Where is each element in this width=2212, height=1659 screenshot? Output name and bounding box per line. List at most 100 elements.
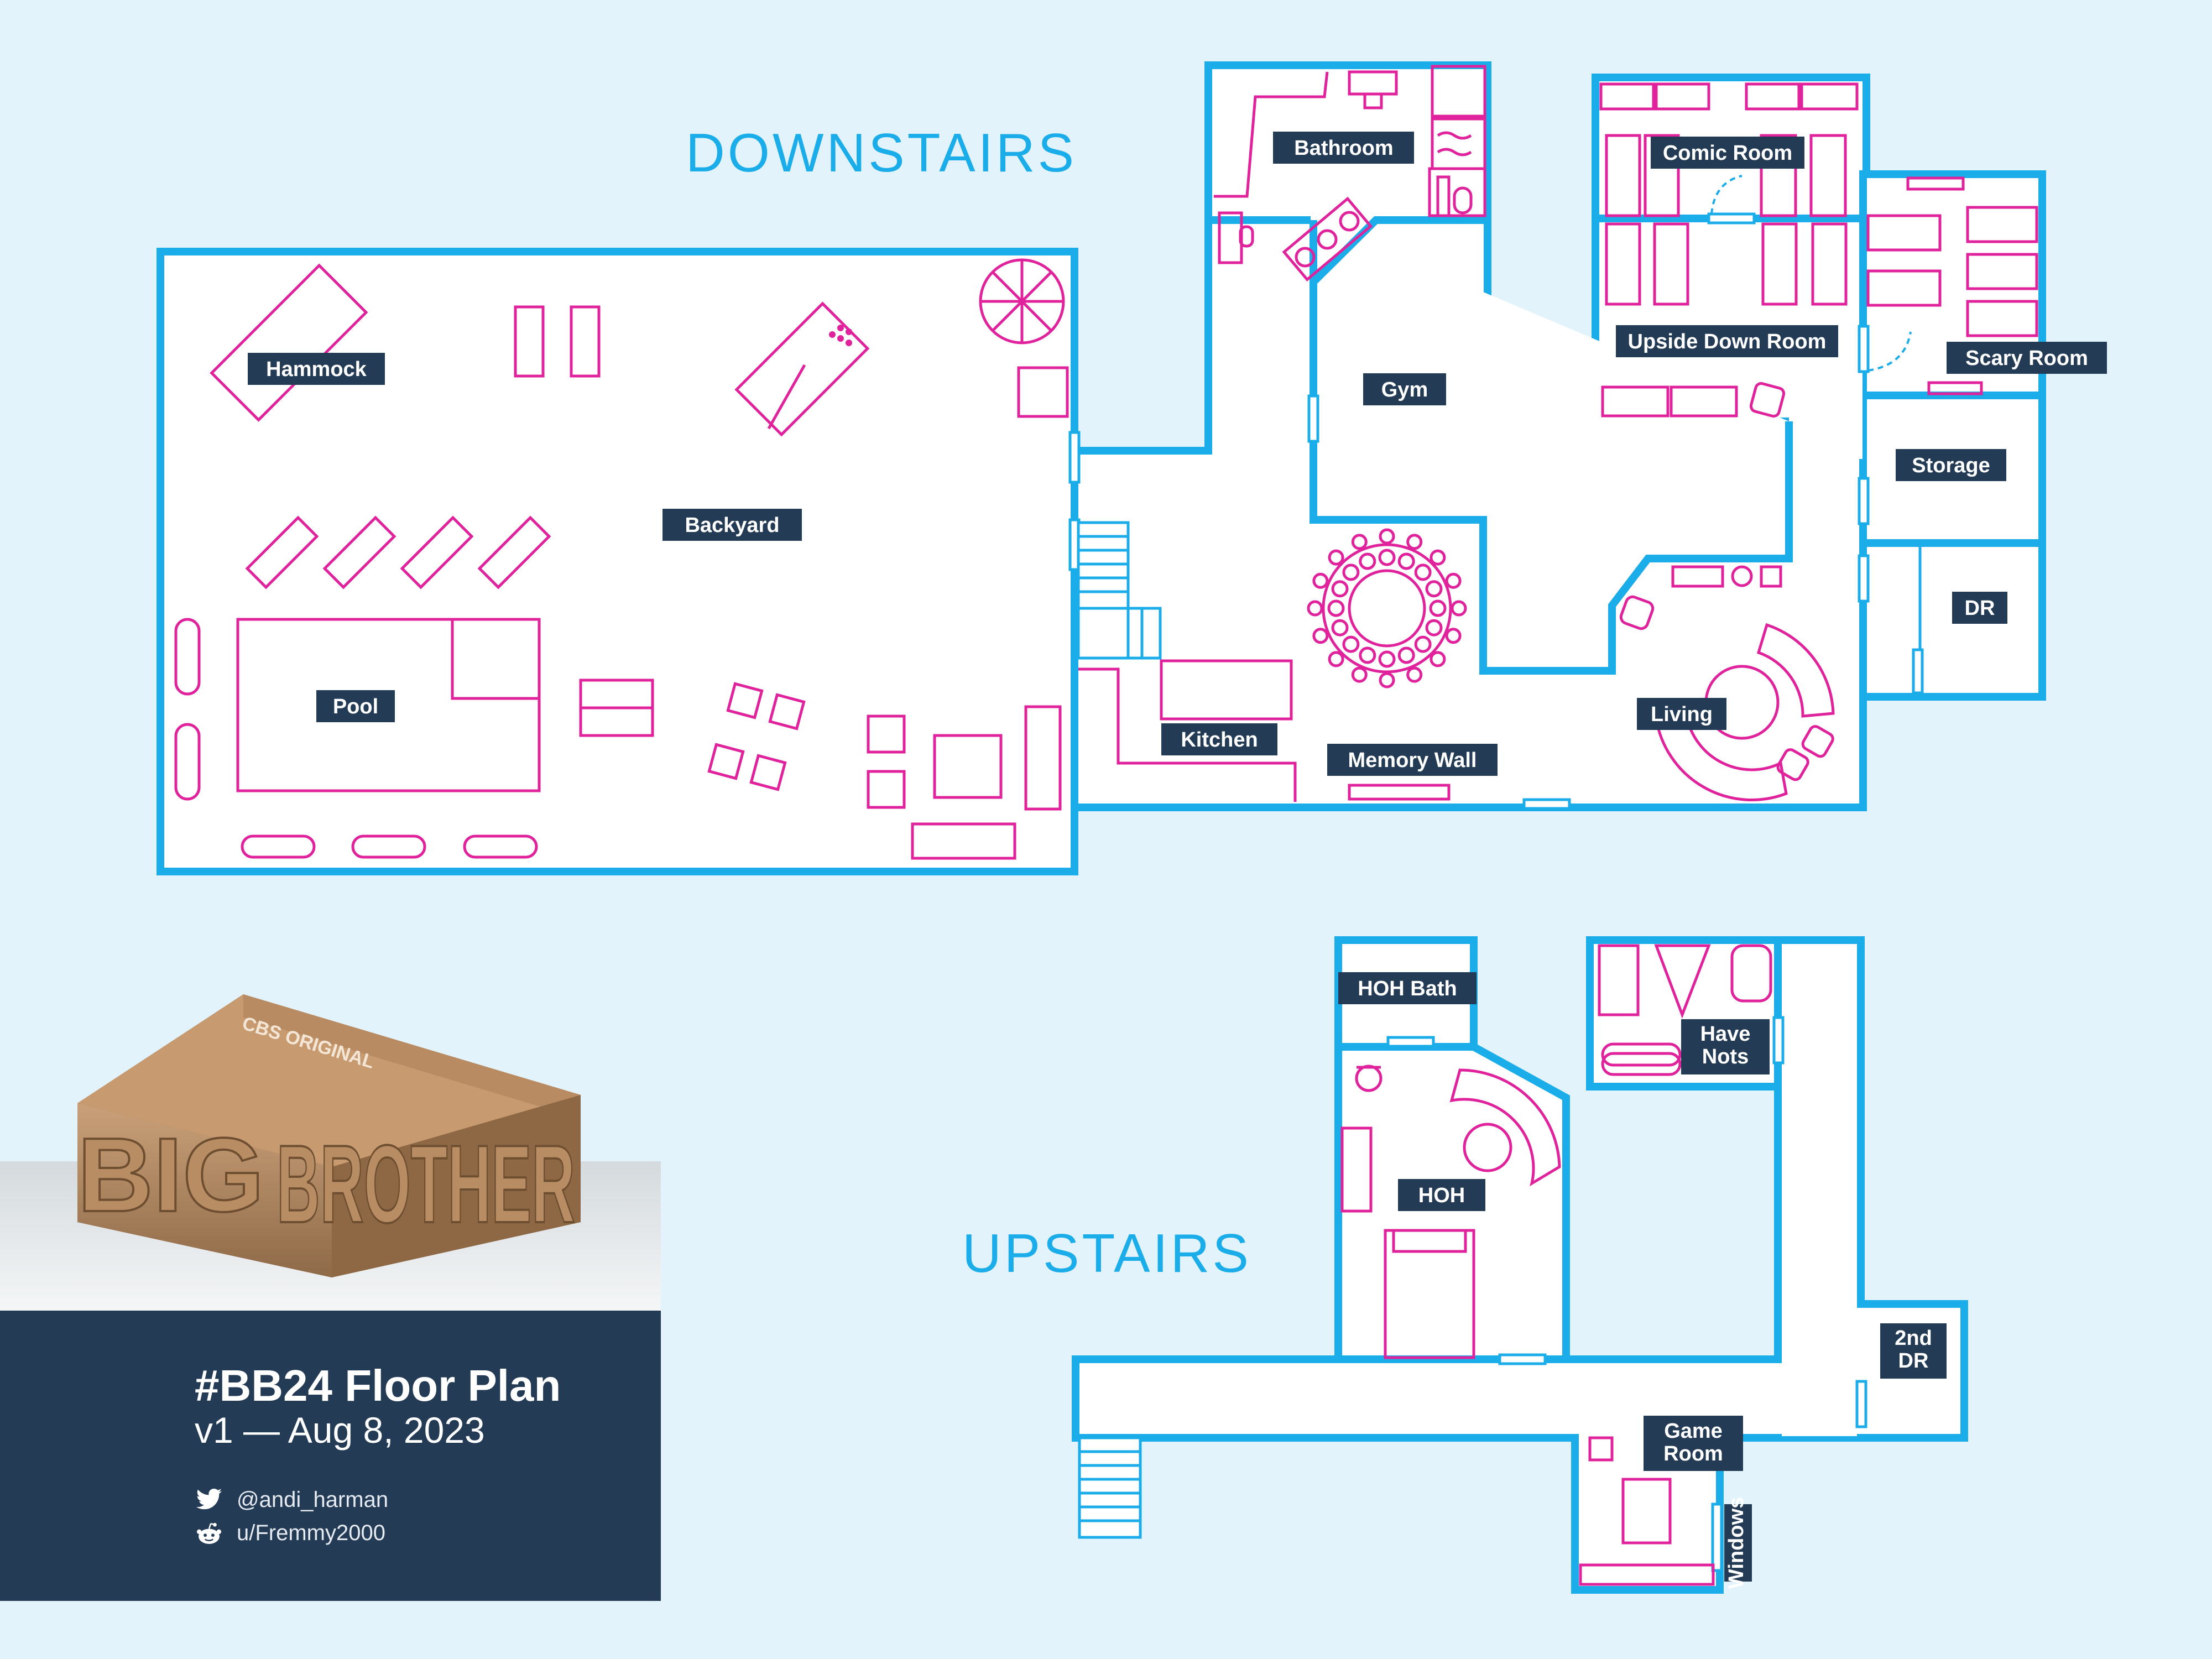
- dining-chair: [1414, 635, 1432, 653]
- kitchen-furniture: [1078, 659, 1451, 802]
- svg-text:Comic Room: Comic Room: [1663, 142, 1792, 165]
- dining-chair: [1307, 600, 1323, 617]
- plan-version: v1 — Aug 8, 2023: [195, 1410, 485, 1451]
- svg-text:Upside Down Room: Upside Down Room: [1628, 330, 1827, 353]
- downstairs-title: DOWNSTAIRS: [686, 122, 1077, 183]
- living-furniture: [1619, 565, 1835, 801]
- dining-chair: [1429, 599, 1447, 617]
- upstairs-stairs: [1078, 1436, 1142, 1539]
- svg-text:Pool: Pool: [333, 695, 378, 718]
- dining-chair: [1351, 666, 1368, 683]
- pool-shape: [236, 618, 541, 792]
- label-gym: Gym: [1363, 373, 1446, 405]
- label-comic-room: Comic Room: [1651, 137, 1804, 169]
- dining-chair: [1328, 549, 1344, 566]
- plan-title: #BB24 Floor Plan: [195, 1361, 561, 1410]
- dining-chair: [1379, 528, 1395, 545]
- label-kitchen: Kitchen: [1161, 723, 1277, 755]
- dining-chair: [1359, 646, 1376, 664]
- dining-chair: [1445, 572, 1462, 589]
- svg-text:Have: Have: [1700, 1022, 1751, 1046]
- dining-chair: [1425, 580, 1443, 598]
- svg-text:HOH: HOH: [1418, 1184, 1465, 1207]
- svg-text:Game: Game: [1664, 1420, 1723, 1443]
- dining-chair: [1425, 619, 1443, 637]
- svg-text:Backyard: Backyard: [685, 514, 779, 537]
- svg-text:2nd: 2nd: [1895, 1327, 1932, 1350]
- svg-text:Room: Room: [1663, 1442, 1723, 1465]
- label-memory-wall: Memory Wall: [1327, 744, 1498, 776]
- label-dr: DR: [1952, 592, 2007, 624]
- label-storage: Storage: [1896, 449, 2006, 481]
- doors: [1068, 175, 1912, 810]
- dining-chair: [1406, 666, 1423, 683]
- svg-text:Storage: Storage: [1912, 454, 1990, 477]
- dining-chair: [1445, 628, 1462, 644]
- label-pool: Pool: [316, 690, 395, 722]
- dining-chair: [1379, 672, 1395, 688]
- game-room-furniture: [1579, 1436, 1715, 1586]
- bathroom-furniture: [1214, 65, 1486, 282]
- dining-chair: [1328, 651, 1344, 667]
- twitter-handle[interactable]: @andi_harman: [237, 1488, 389, 1512]
- label-scary-room: Scary Room: [1947, 342, 2107, 374]
- dining-chair: [1312, 628, 1329, 644]
- dining-chair: [1342, 635, 1360, 653]
- dining-chair: [1430, 549, 1446, 566]
- info-panel: #BB24 Floor Plan v1 — Aug 8, 2023 @andi_…: [0, 1311, 661, 1601]
- svg-text:BROTHER: BROTHER: [276, 1123, 575, 1246]
- reddit-handle[interactable]: u/Fremmy2000: [237, 1521, 385, 1545]
- dining-chair: [1327, 599, 1345, 617]
- svg-text:Windows: Windows: [1725, 1497, 1748, 1589]
- label-living: Living: [1637, 698, 1726, 730]
- dining-chair: [1312, 572, 1329, 589]
- dining-chair: [1397, 646, 1415, 664]
- reddit-icon: [196, 1522, 222, 1544]
- svg-text:Hammock: Hammock: [266, 358, 367, 381]
- svg-text:HOH Bath: HOH Bath: [1358, 977, 1457, 1000]
- pool-table: [734, 301, 870, 437]
- svg-text:DR: DR: [1898, 1349, 1929, 1373]
- svg-text:Memory Wall: Memory Wall: [1348, 749, 1477, 772]
- backyard-furniture: [174, 258, 1069, 860]
- downstairs-stairs: [1077, 521, 1162, 660]
- have-nots-furniture: [1598, 944, 1772, 1076]
- dining-chair: [1359, 552, 1376, 570]
- upstairs-title: UPSTAIRS: [962, 1223, 1251, 1284]
- label-windows: Windows: [1724, 1497, 1752, 1589]
- dining-chair: [1378, 549, 1396, 566]
- label-hoh-bath: HOH Bath: [1338, 972, 1477, 1004]
- dining-chair: [1451, 600, 1467, 617]
- label-bathroom: Bathroom: [1273, 132, 1414, 164]
- label-upside-down-room: Upside Down Room: [1616, 325, 1838, 357]
- room-labels: Hammock Backyard Pool Bathroom Gym Kitch…: [248, 132, 2107, 1589]
- hoh-furniture: [1340, 1065, 1561, 1359]
- svg-text:Living: Living: [1651, 703, 1713, 726]
- scary-room-furniture: [1866, 176, 2038, 695]
- dining-chair: [1397, 552, 1415, 570]
- downstairs-house: [1071, 61, 2046, 811]
- label-hammock: Hammock: [248, 353, 385, 385]
- backyard-area: [156, 248, 1078, 875]
- dining-chair: [1331, 619, 1349, 637]
- dining-chair: [1351, 534, 1368, 550]
- svg-text:Bathroom: Bathroom: [1294, 137, 1393, 160]
- dining-chair: [1342, 564, 1360, 581]
- label-hoh: HOH: [1398, 1179, 1485, 1211]
- dining-chair: [1430, 651, 1446, 667]
- upstairs-doors: [1386, 1016, 1867, 1572]
- svg-text:Gym: Gym: [1381, 378, 1428, 401]
- big-brother-logo: CBS ORIGINAL BIG BROTHER: [0, 994, 661, 1311]
- dining-chair: [1414, 564, 1432, 581]
- svg-text:BIG: BIG: [77, 1117, 264, 1234]
- svg-text:Kitchen: Kitchen: [1181, 728, 1258, 752]
- svg-text:DR: DR: [1965, 597, 1995, 620]
- svg-text:Scary Room: Scary Room: [1965, 347, 2088, 370]
- dining-chair: [1378, 650, 1396, 668]
- dining-chair: [1406, 534, 1423, 550]
- comic-room-furniture: [1599, 82, 1859, 418]
